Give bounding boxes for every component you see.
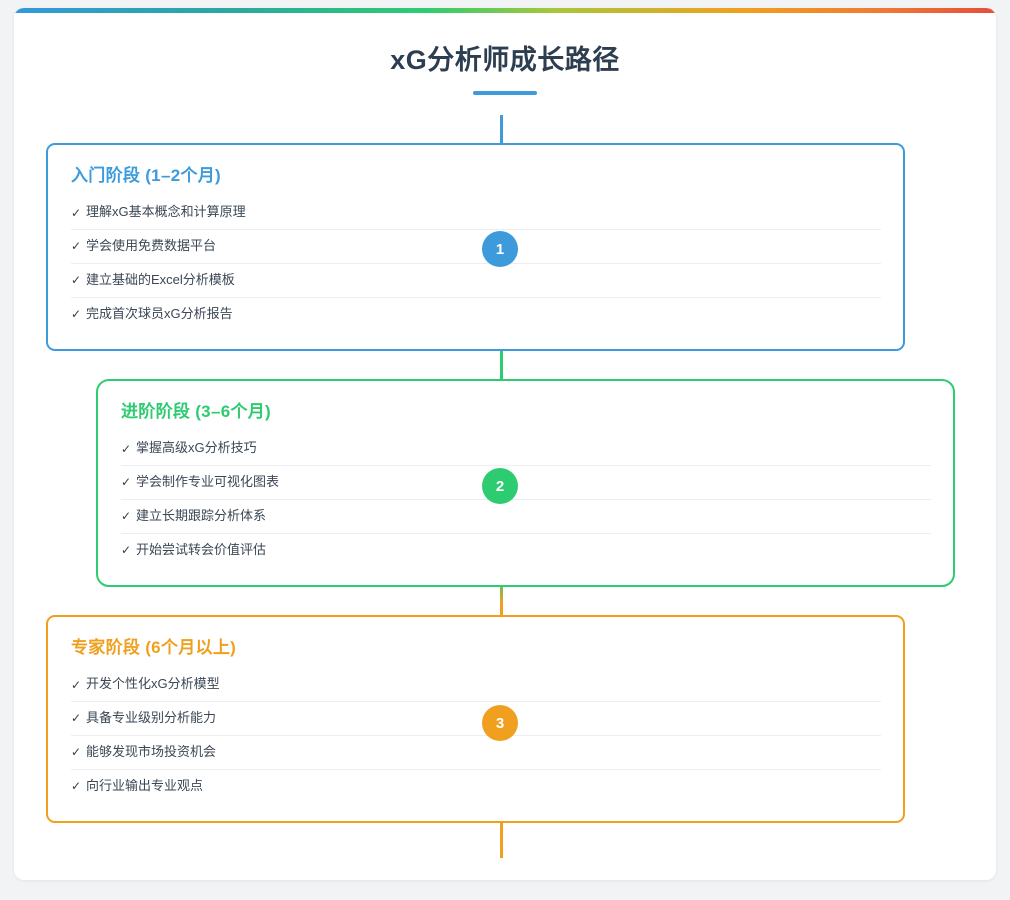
stage-1-task-list: ✓ 理解xG基本概念和计算原理 ✓ 学会使用免费数据平台 ✓ 建立基础的Exce… (48, 196, 903, 331)
list-item[interactable]: ✓ 开发个性化xG分析模型 (71, 668, 881, 702)
connector-stage1-to-stage2 (500, 342, 503, 388)
list-item-label: 建立长期跟踪分析体系 (136, 507, 267, 523)
check-icon: ✓ (71, 239, 82, 254)
page-title: xG分析师成长路径 (390, 45, 620, 75)
list-item-label: 理解xG基本概念和计算原理 (86, 204, 246, 220)
list-item[interactable]: ✓ 理解xG基本概念和计算原理 (71, 196, 881, 230)
list-item-label: 具备专业级别分析能力 (86, 709, 217, 725)
list-item[interactable]: ✓ 学会制作专业可视化图表 (121, 466, 931, 500)
title-underline (473, 90, 537, 95)
check-icon: ✓ (71, 779, 82, 794)
step-badge-3[interactable]: 3 (482, 705, 518, 741)
stage-2-task-list: ✓ 掌握高级xG分析技巧 ✓ 学会制作专业可视化图表 ✓ 建立长期跟踪分析体系 … (98, 432, 953, 567)
stage-card-2[interactable]: 进阶阶段 (3–6个月) ✓ 掌握高级xG分析技巧 ✓ 学会制作专业可视化图表 … (96, 379, 955, 587)
list-item[interactable]: ✓ 完成首次球员xG分析报告 (71, 298, 881, 331)
stage-1-heading: 入门阶段 (1–2个月) (71, 166, 222, 185)
title-block: xG分析师成长路径 (14, 44, 996, 95)
list-item-label: 掌握高级xG分析技巧 (136, 440, 257, 456)
list-item-label: 学会使用免费数据平台 (86, 237, 217, 253)
step-badge-2[interactable]: 2 (482, 468, 518, 504)
check-icon: ✓ (121, 543, 132, 558)
check-icon: ✓ (71, 677, 82, 692)
list-item-label: 学会制作专业可视化图表 (136, 473, 280, 489)
check-icon: ✓ (121, 441, 132, 456)
check-icon: ✓ (71, 205, 82, 220)
list-item-label: 开始尝试转会价值评估 (136, 541, 267, 557)
check-icon: ✓ (121, 509, 132, 524)
list-item[interactable]: ✓ 向行业输出专业观点 (71, 770, 881, 803)
stage-card-1[interactable]: 入门阶段 (1–2个月) ✓ 理解xG基本概念和计算原理 ✓ 学会使用免费数据平… (46, 143, 905, 351)
list-item-label: 完成首次球员xG分析报告 (86, 305, 233, 321)
list-item[interactable]: ✓ 建立长期跟踪分析体系 (121, 500, 931, 534)
connector-title-to-stage1 (500, 115, 503, 151)
stage-3-task-list: ✓ 开发个性化xG分析模型 ✓ 具备专业级别分析能力 ✓ 能够发现市场投资机会 … (48, 668, 903, 803)
list-item[interactable]: ✓ 开始尝试转会价值评估 (121, 534, 931, 567)
stage-3-heading: 专家阶段 (6个月以上) (71, 638, 237, 657)
check-icon: ✓ (71, 307, 82, 322)
list-item-label: 向行业输出专业观点 (86, 777, 204, 793)
list-item-label: 建立基础的Excel分析模板 (86, 271, 235, 287)
check-icon: ✓ (121, 475, 132, 490)
check-icon: ✓ (71, 273, 82, 288)
check-icon: ✓ (71, 745, 82, 760)
connector-stage3-tail (500, 818, 503, 858)
list-item-label: 能够发现市场投资机会 (86, 743, 217, 759)
list-item[interactable]: ✓ 掌握高级xG分析技巧 (121, 432, 931, 466)
stage-card-3[interactable]: 专家阶段 (6个月以上) ✓ 开发个性化xG分析模型 ✓ 具备专业级别分析能力 … (46, 615, 905, 823)
check-icon: ✓ (71, 711, 82, 726)
list-item-label: 开发个性化xG分析模型 (86, 676, 220, 692)
step-badge-1[interactable]: 1 (482, 231, 518, 267)
list-item[interactable]: ✓ 学会使用免费数据平台 (71, 230, 881, 264)
stage-2-heading: 进阶阶段 (3–6个月) (121, 402, 272, 421)
connector-stage2-to-stage3 (500, 578, 503, 623)
list-item[interactable]: ✓ 建立基础的Excel分析模板 (71, 264, 881, 298)
list-item[interactable]: ✓ 能够发现市场投资机会 (71, 736, 881, 770)
list-item[interactable]: ✓ 具备专业级别分析能力 (71, 702, 881, 736)
gradient-accent-bar (14, 8, 996, 13)
roadmap-card: xG分析师成长路径 入门阶段 (1–2个月) ✓ 理解xG基本概念和计算原理 ✓… (14, 8, 996, 880)
